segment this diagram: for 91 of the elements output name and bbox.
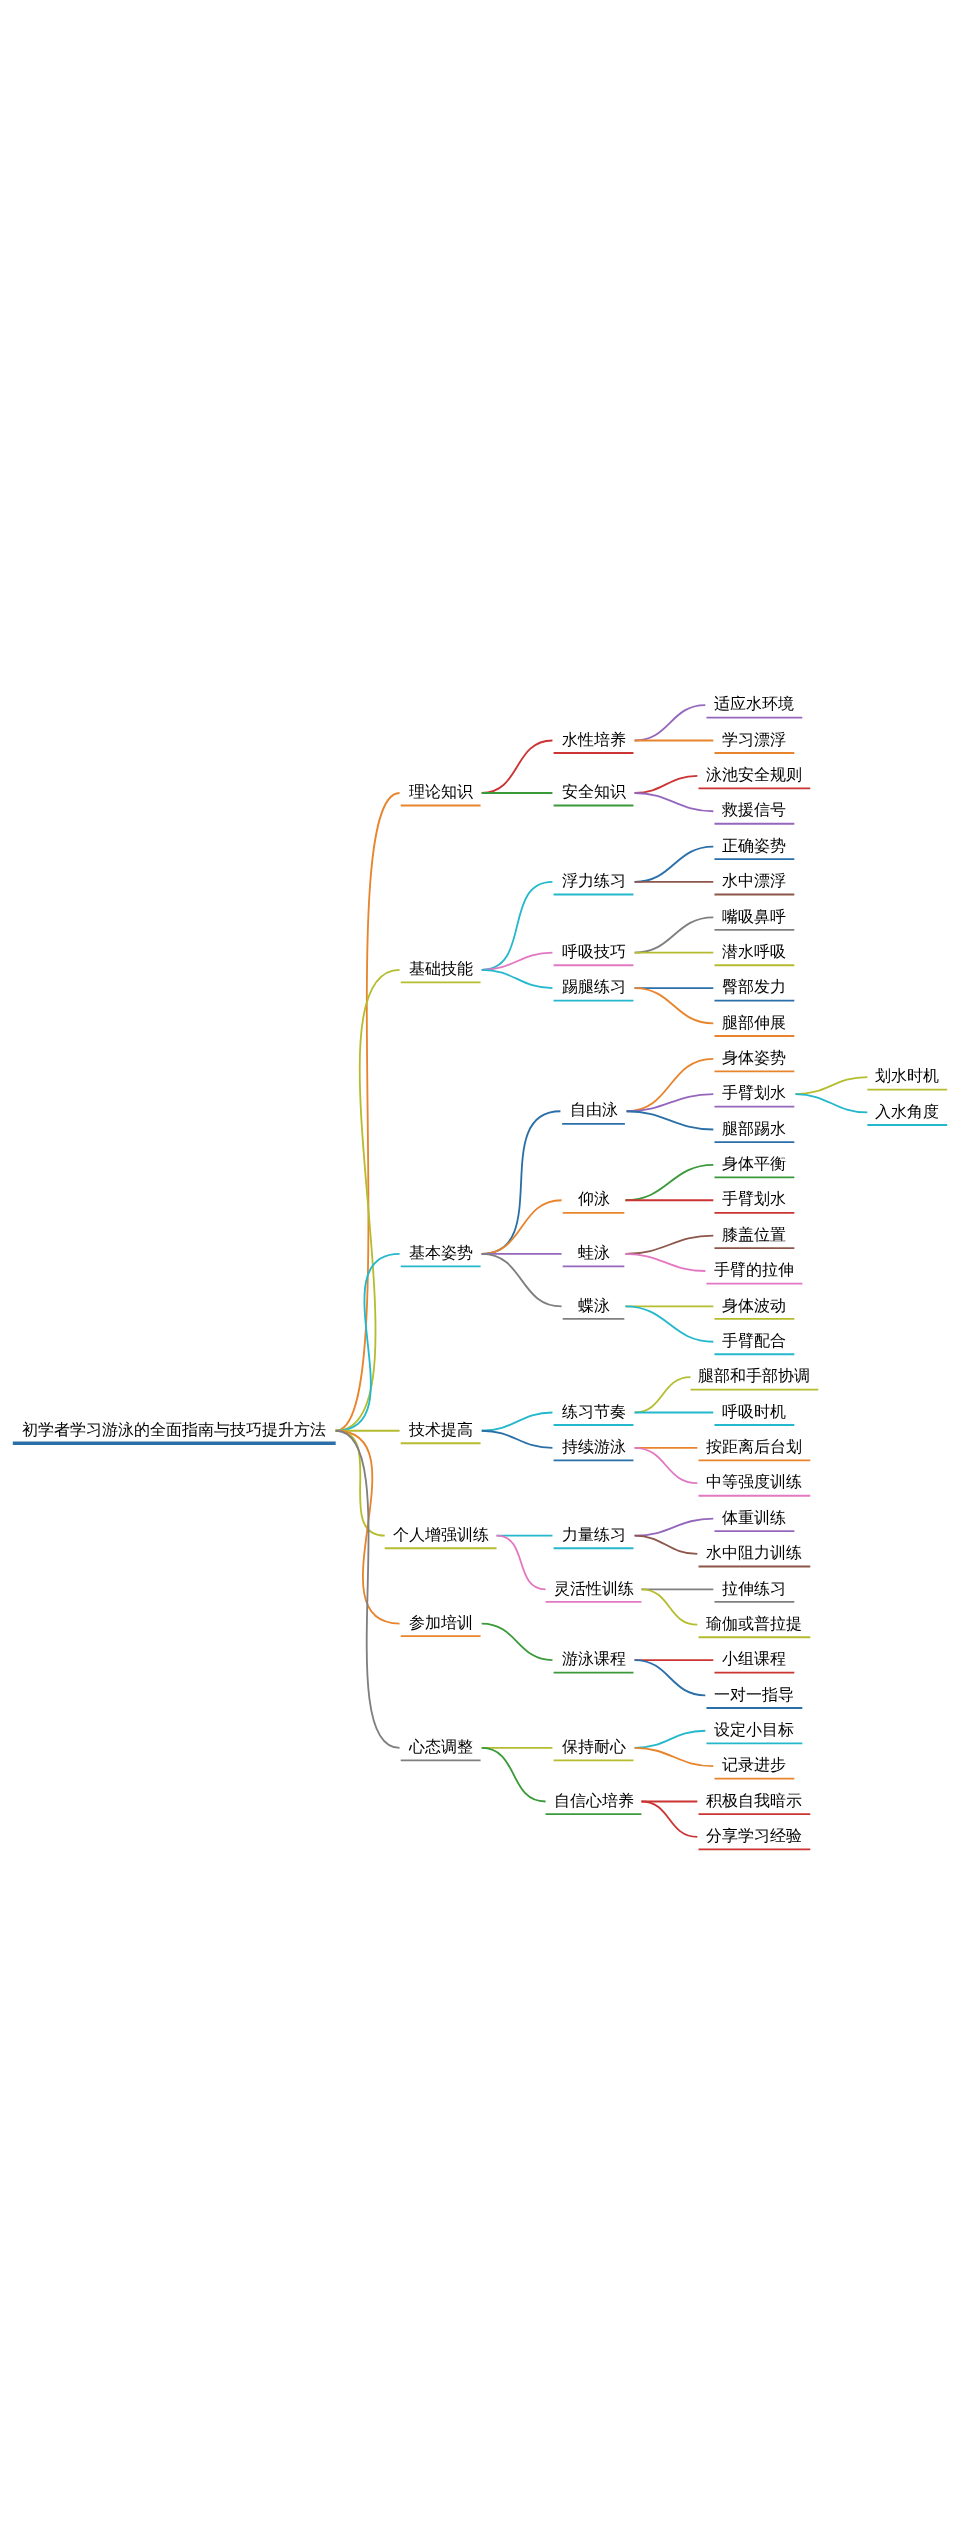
- connector: [640, 1800, 699, 1838]
- connector: [633, 703, 707, 741]
- node-text: 理论知识: [408, 781, 473, 801]
- connector: [624, 1252, 707, 1272]
- node-text: 小组课程: [722, 1648, 787, 1668]
- connector: [794, 1092, 869, 1113]
- node-text: 腿部和手部协调: [698, 1365, 811, 1385]
- node-text: 设定小目标: [714, 1719, 795, 1739]
- node-text: 分享学习经验: [706, 1825, 803, 1845]
- node-text: 适应水环境: [714, 693, 795, 713]
- node-text: 水性培养: [561, 729, 626, 749]
- connector: [480, 1622, 554, 1661]
- node-text: 身体波动: [722, 1295, 787, 1315]
- node-text: 自信心培养: [553, 1790, 634, 1810]
- node-text: 浮力练习: [561, 870, 626, 890]
- connector: [633, 1411, 715, 1413]
- node-text: 基本姿势: [408, 1242, 473, 1262]
- node-text: 瑜伽或普拉提: [706, 1613, 803, 1633]
- node-text: 潜水呼吸: [722, 941, 787, 961]
- connector: [624, 1304, 715, 1307]
- node-text: 个人增强训练: [392, 1524, 489, 1544]
- node-text: 力量练习: [561, 1524, 626, 1544]
- node-text: 救援信号: [722, 799, 787, 819]
- node-text: 水中漂浮: [722, 870, 787, 890]
- node-text: 身体姿势: [722, 1047, 787, 1067]
- connector: [633, 1658, 707, 1696]
- connector: [495, 1534, 547, 1590]
- node-text: 体重训练: [722, 1507, 787, 1527]
- node-text: 臀部发力: [722, 976, 787, 996]
- node-text: 嘴吸鼻呼: [722, 906, 787, 926]
- connector: [624, 1304, 715, 1343]
- connector: [640, 1587, 699, 1626]
- node-text: 踢腿练习: [561, 976, 626, 996]
- connector: [633, 1375, 692, 1413]
- node-text: 呼吸时机: [722, 1401, 787, 1421]
- node-text: 保持耐心: [561, 1736, 626, 1756]
- node-text: 泳池安全规则: [706, 764, 803, 784]
- connector: [640, 1587, 715, 1590]
- node-text: 膝盖位置: [722, 1224, 787, 1244]
- node-text: 积极自我暗示: [706, 1790, 803, 1810]
- node-text: 蝶泳: [577, 1295, 610, 1315]
- node-text: 游泳课程: [561, 1648, 626, 1668]
- node-text: 记录进步: [722, 1754, 787, 1774]
- node-text: 水中阻力训练: [706, 1542, 803, 1562]
- connector: [633, 951, 715, 954]
- node-text: 参加培训: [408, 1612, 473, 1632]
- node-text: 中等强度训练: [706, 1471, 803, 1491]
- node-text: 手臂划水: [722, 1188, 787, 1208]
- node-text: 正确姿势: [722, 835, 787, 855]
- connector: [480, 739, 554, 794]
- connector: [633, 986, 715, 1024]
- connector: [633, 845, 715, 883]
- node-text: 按距离后台划: [706, 1436, 803, 1456]
- connector: [480, 791, 554, 794]
- node-text: 手臂划水: [722, 1082, 787, 1102]
- node-text: 拉伸练习: [722, 1578, 787, 1598]
- connector: [633, 739, 715, 741]
- connector: [624, 1163, 715, 1201]
- node-text: 蛙泳: [577, 1242, 610, 1262]
- node-text: 基础技能: [408, 958, 473, 978]
- node-text: 心态调整: [408, 1736, 473, 1756]
- node-text: 学习漂浮: [722, 729, 787, 749]
- node-text: 手臂配合: [722, 1330, 787, 1350]
- connector: [633, 1534, 699, 1555]
- connector: [480, 1746, 547, 1802]
- connector: [633, 915, 715, 954]
- node-text: 仰泳: [577, 1188, 610, 1208]
- node-text: 身体平衡: [722, 1153, 787, 1173]
- node-text: 腿部踢水: [722, 1118, 787, 1138]
- node-text: 呼吸技巧: [561, 941, 626, 961]
- node-text: 一对一指导: [714, 1684, 795, 1704]
- connector: [624, 1198, 715, 1201]
- node-text: 持续游泳: [561, 1436, 626, 1456]
- node-text: 划水时机: [875, 1065, 940, 1085]
- connector: [633, 1446, 699, 1484]
- node-text: 手臂的拉伸: [714, 1259, 795, 1279]
- connector: [625, 1109, 715, 1130]
- node-text: 入水角度: [875, 1101, 940, 1121]
- node-text: 灵活性训练: [553, 1578, 634, 1598]
- node-text: 安全知识: [561, 781, 626, 801]
- connector: [480, 968, 554, 989]
- node-text: 自由泳: [569, 1100, 618, 1119]
- node-text: 技术提高: [408, 1419, 473, 1439]
- node-text: 练习节奏: [561, 1401, 626, 1421]
- connector: [480, 1429, 554, 1449]
- connector: [633, 791, 715, 812]
- node-text: 腿部伸展: [722, 1012, 787, 1032]
- connector: [633, 1746, 715, 1767]
- connector: [633, 880, 715, 883]
- connector: [480, 1252, 563, 1307]
- node-text: 初学者学习游泳的全面指南与技巧提升方法: [22, 1419, 327, 1439]
